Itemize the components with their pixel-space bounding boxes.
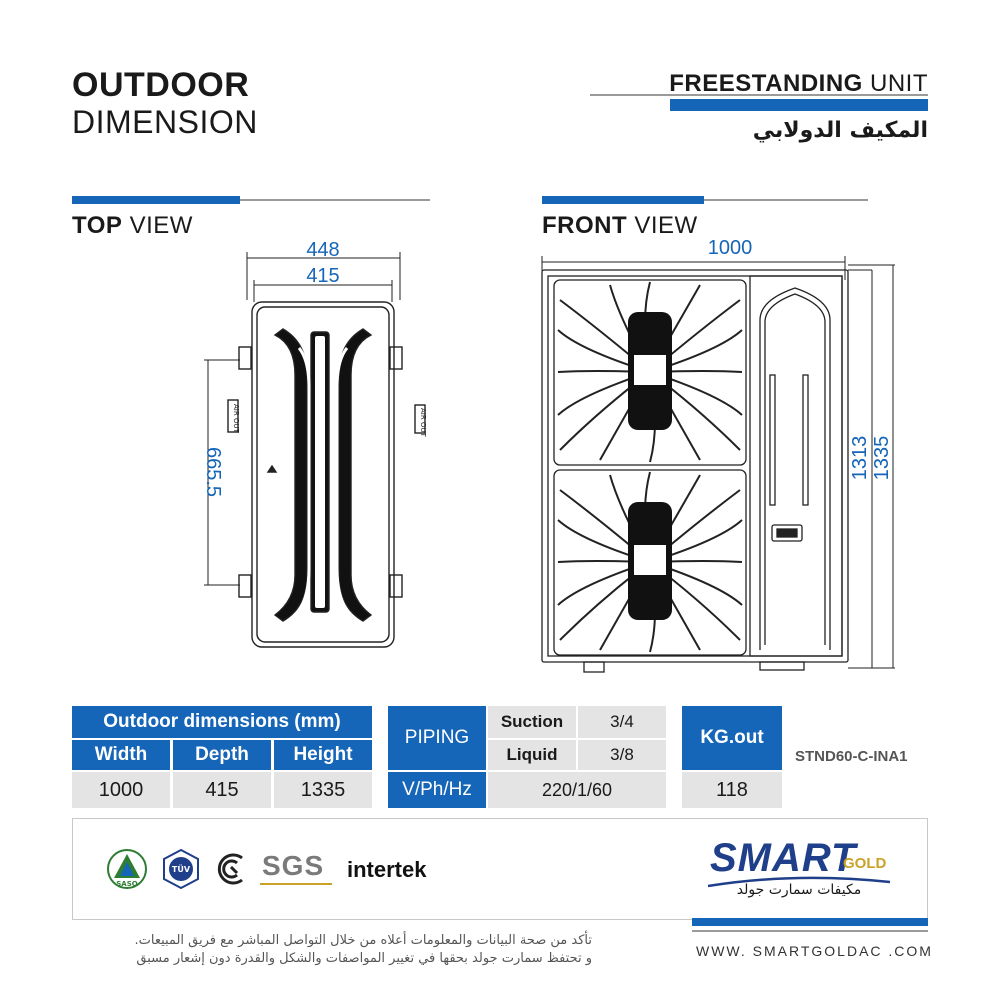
top-view-rule: [72, 199, 430, 201]
width-header: Width: [72, 740, 170, 770]
front-view-title-bold: FRONT: [542, 212, 628, 239]
top-dim-outer: 448: [306, 239, 339, 261]
suction-label: Suction: [488, 706, 576, 738]
depth-header: Depth: [173, 740, 271, 770]
height-header: Height: [274, 740, 372, 770]
page-title: OUTDOOR: [72, 66, 250, 104]
air-out-label-right: AIR OUT: [419, 408, 427, 438]
vph-header: V/Ph/Hz: [388, 772, 486, 808]
brand-suffix: GOLD: [843, 855, 887, 872]
model-number: STND60-C-INA1: [795, 748, 908, 765]
certifications-box: [72, 818, 928, 920]
cb-mark-icon: [217, 853, 243, 885]
piping-header: PIPING: [388, 706, 486, 770]
suction-value: 3/4: [578, 706, 666, 738]
saso-logo-icon: SASO: [107, 849, 147, 889]
brand-swoosh-icon: [707, 876, 891, 888]
front-view-title-light: VIEW: [634, 212, 698, 239]
page-subtitle: DIMENSION: [72, 104, 258, 140]
front-dim-h1: 1313: [849, 436, 871, 481]
top-view-drawing: AIR OUT AIR OUT 448 415 665.5: [202, 239, 427, 648]
front-dim-width: 1000: [708, 240, 753, 259]
front-view-accent: [542, 196, 704, 204]
brand-arabic: مكيفات سمارت جولد: [736, 882, 862, 898]
front-dim-h2: 1335: [871, 436, 893, 481]
top-view-title-bold: TOP: [72, 212, 123, 239]
top-dim-side: 665.5: [202, 447, 224, 497]
saso-text: SASO: [116, 880, 138, 888]
top-view-accent: [72, 196, 240, 204]
disclaimer-line-1: تأكد من صحة البيانات والمعلومات أعلاه من…: [134, 933, 592, 948]
vph-value: 220/1/60: [488, 772, 666, 808]
top-dim-inner: 415: [306, 265, 339, 287]
fan-grille-top: [553, 279, 747, 466]
tuv-text: TÜV: [172, 864, 191, 874]
front-view-title: FRONT VIEW: [542, 212, 698, 240]
liquid-label: Liquid: [488, 740, 576, 770]
unit-type: FREESTANDING UNIT: [669, 70, 928, 98]
header-rule: [590, 94, 928, 96]
footer-rule: [692, 930, 928, 932]
top-view-title: TOP VIEW: [72, 212, 193, 240]
sgs-logo: SGS: [262, 850, 325, 881]
kg-header: KG.out: [682, 706, 782, 770]
intertek-logo: intertek: [347, 857, 427, 882]
outdoor-dimensions-header: Outdoor dimensions (mm): [72, 706, 372, 738]
footer-accent-bar: [692, 918, 928, 926]
brand-name: SMART: [710, 836, 857, 880]
header-accent-bar: [670, 99, 928, 111]
tuv-logo-icon: TÜV: [163, 848, 199, 890]
front-view-rule: [542, 199, 868, 201]
unit-type-bold: FREESTANDING: [669, 70, 863, 97]
top-view-title-light: VIEW: [129, 212, 193, 239]
unit-type-light: UNIT: [870, 70, 928, 97]
air-out-label-left: AIR OUT: [232, 404, 240, 434]
front-view-drawing: 1000 1313 1335: [541, 240, 895, 673]
kg-value: 118: [682, 772, 782, 808]
height-value: 1335: [274, 772, 372, 808]
fan-grille-bottom: [553, 469, 747, 656]
website-link[interactable]: WWW. SMARTGOLDAC .COM: [696, 943, 933, 959]
liquid-value: 3/8: [578, 740, 666, 770]
sgs-underline: [260, 883, 332, 885]
disclaimer-line-2: و تحتفظ سمارت جولد بحقها في تغيير المواص…: [136, 951, 592, 966]
unit-type-arabic: المكيف الدولابي: [752, 118, 928, 143]
depth-value: 415: [173, 772, 271, 808]
width-value: 1000: [72, 772, 170, 808]
